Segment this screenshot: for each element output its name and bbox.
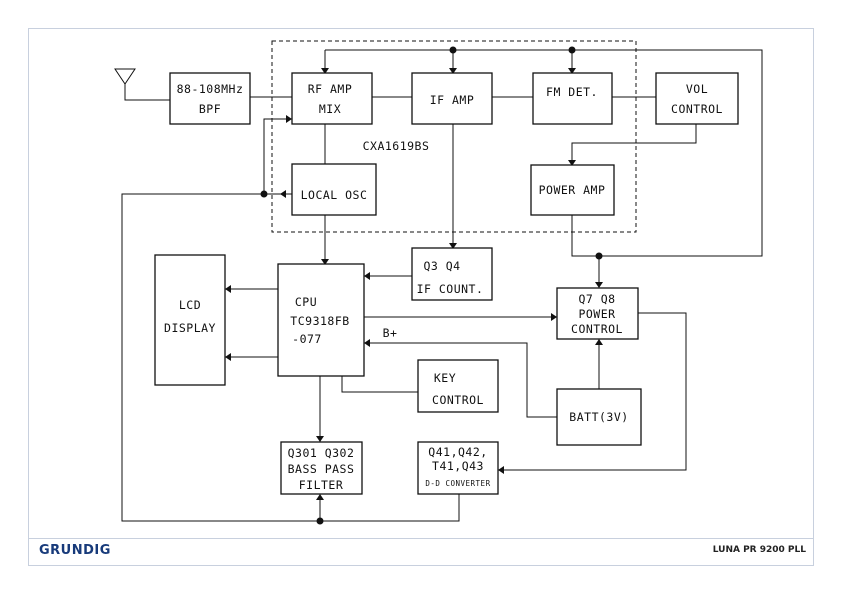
block-power-control: Q7 Q8 POWER CONTROL (556, 287, 639, 340)
page-frame (28, 28, 814, 566)
ic-label: CXA1619BS (363, 139, 430, 153)
if-count-line-2: IF COUNT. (417, 282, 484, 296)
bpf-line-2: BPF (199, 102, 221, 116)
vol-line-1: VOL (686, 82, 708, 96)
power-ctrl-line-1: Q7 Q8 (578, 292, 615, 306)
model-name: LUNA PR 9200 PLL (712, 545, 806, 555)
block-lcd: LCD DISPLAY (154, 254, 226, 386)
bass-line-2: BASS PASS (288, 462, 355, 476)
vol-line-2: CONTROL (671, 102, 723, 116)
block-vol-control: VOL CONTROL (655, 72, 739, 125)
dd-line-1: Q41,Q42, (428, 445, 487, 459)
power-ctrl-line-3: CONTROL (571, 322, 623, 336)
rf-amp-line-2: MIX (319, 102, 341, 116)
junctions (260, 46, 603, 525)
fm-det-line-1: FM DET. (546, 85, 598, 99)
wires (114, 49, 763, 522)
block-key-control: KEY CONTROL (417, 359, 499, 413)
dd-line-2: T41,Q43 (432, 459, 484, 473)
key-line-2: CONTROL (432, 393, 484, 407)
footer-divider (28, 538, 814, 539)
local-osc-line-1: LOCAL OSC (301, 188, 368, 202)
batt-line-1: BATT(3V) (569, 410, 628, 424)
block-power-amp: POWER AMP (530, 164, 615, 216)
cpu-line-2: TC9318FB (290, 314, 349, 328)
ic-outline (271, 40, 637, 233)
block-rf-amp: RF AMP MIX (291, 72, 373, 125)
lcd-line-2: DISPLAY (164, 321, 216, 335)
block-bpf: 88-108MHz BPF (169, 72, 251, 125)
block-fm-det: FM DET. (532, 72, 613, 125)
supply-label: B+ (383, 326, 398, 340)
rf-amp-line-1: RF AMP (308, 82, 353, 96)
block-if-amp: IF AMP (411, 72, 493, 125)
block-dd-converter: Q41,Q42, T41,Q43 D-D CONVERTER (417, 441, 499, 495)
if-amp-line-1: IF AMP (430, 93, 475, 107)
if-count-line-1: Q3 Q4 (423, 259, 460, 273)
bass-line-3: FILTER (299, 478, 344, 492)
cpu-line-3: -077 (292, 332, 322, 346)
block-battery: BATT(3V) (556, 388, 642, 446)
antenna-icon (114, 68, 170, 101)
block-cpu: CPU TC9318FB -077 (277, 263, 365, 377)
power-ctrl-line-2: POWER (578, 307, 615, 321)
power-amp-line-1: POWER AMP (539, 183, 606, 197)
brand-logo: GRUNDIG (39, 543, 111, 558)
bass-line-1: Q301 Q302 (288, 446, 355, 460)
arrowheads (225, 68, 603, 500)
dd-line-3: D-D CONVERTER (425, 479, 490, 488)
block-local-osc: LOCAL OSC (291, 163, 377, 216)
key-line-1: KEY (434, 371, 456, 385)
cpu-line-1: CPU (295, 295, 317, 309)
lcd-line-1: LCD (179, 298, 201, 312)
block-bass-filter: Q301 Q302 BASS PASS FILTER (280, 441, 363, 495)
block-if-count: Q3 Q4 IF COUNT. (411, 247, 493, 301)
bpf-line-1: 88-108MHz (177, 82, 244, 96)
